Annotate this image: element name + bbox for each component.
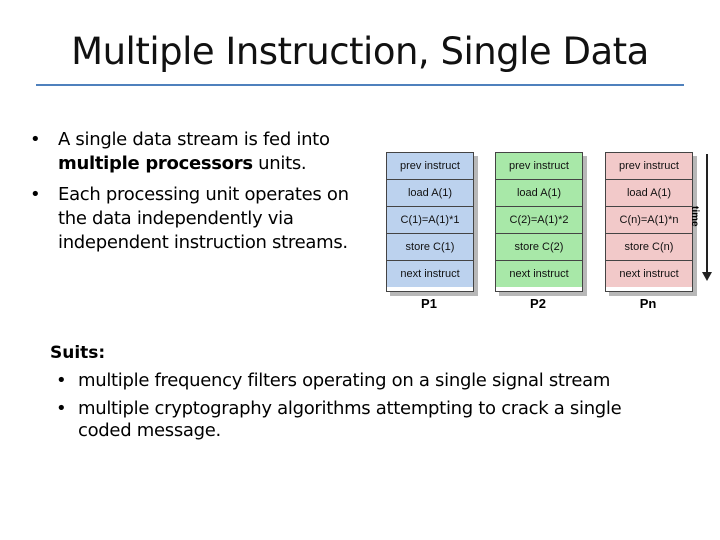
- instruction-cell: store C(1): [387, 234, 473, 261]
- instruction-cell: load A(1): [606, 180, 692, 207]
- instruction-cell: C(2)=A(1)*2: [496, 207, 582, 234]
- instruction-cell: prev instruct: [606, 153, 692, 180]
- processor-label: P2: [530, 296, 546, 311]
- title-underline: [36, 84, 684, 86]
- arrow-down-icon: [702, 272, 712, 281]
- bullet-text-strong: multiple processors: [58, 153, 253, 174]
- instruction-cell: next instruct: [387, 261, 473, 287]
- bullet-item: • Each processing unit operates on the d…: [30, 183, 380, 255]
- instruction-cell: store C(n): [606, 234, 692, 261]
- bullet-dot-icon: •: [56, 370, 67, 391]
- instruction-cell: C(1)=A(1)*1: [387, 207, 473, 234]
- bullet-dot-icon: •: [30, 129, 41, 150]
- suits-item-text: multiple cryptography algorithms attempt…: [78, 398, 622, 441]
- main-bullet-list: • A single data stream is fed into multi…: [30, 128, 380, 262]
- instruction-cell: prev instruct: [387, 153, 473, 180]
- bullet-text-suffix: units.: [252, 153, 307, 174]
- bullet-text-prefix: A single data stream is fed into: [58, 129, 330, 150]
- bullet-dot-icon: •: [30, 184, 41, 205]
- instruction-cell: prev instruct: [496, 153, 582, 180]
- bullet-text: Each processing unit operates on the dat…: [58, 184, 349, 253]
- suits-item: • multiple cryptography algorithms attem…: [50, 398, 670, 442]
- processor-column-p2: prev instruct load A(1) C(2)=A(1)*2 stor…: [495, 152, 583, 292]
- processor-column-pn: prev instruct load A(1) C(n)=A(1)*n stor…: [605, 152, 693, 292]
- processor-column-p1: prev instruct load A(1) C(1)=A(1)*1 stor…: [386, 152, 474, 292]
- instruction-cell: store C(2): [496, 234, 582, 261]
- instruction-cell: next instruct: [606, 261, 692, 287]
- instruction-cell: load A(1): [496, 180, 582, 207]
- suits-item: • multiple frequency filters operating o…: [50, 370, 670, 392]
- processor-label: P1: [421, 296, 437, 311]
- bullet-item: • A single data stream is fed into multi…: [30, 128, 380, 176]
- instruction-cell: C(n)=A(1)*n: [606, 207, 692, 234]
- time-axis-label: time: [689, 206, 700, 227]
- instruction-cell: load A(1): [387, 180, 473, 207]
- suits-item-text: multiple frequency filters operating on …: [78, 370, 611, 391]
- time-axis-line: [706, 154, 708, 272]
- bullet-dot-icon: •: [56, 398, 67, 419]
- slide-title: Multiple Instruction, Single Data: [71, 30, 649, 73]
- misd-diagram: prev instruct load A(1) C(1)=A(1)*1 stor…: [380, 148, 720, 318]
- suits-list: • multiple frequency filters operating o…: [50, 370, 670, 448]
- suits-heading: Suits:: [50, 343, 106, 363]
- instruction-cell: next instruct: [496, 261, 582, 287]
- processor-label: Pn: [639, 296, 657, 311]
